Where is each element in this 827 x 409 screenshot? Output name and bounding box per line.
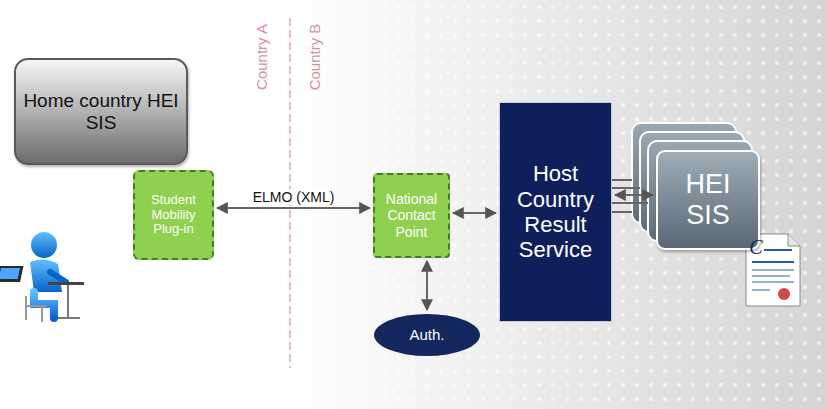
user-icon [0, 232, 84, 322]
document-letter: C [749, 236, 762, 259]
connector [217, 207, 370, 209]
node-label: Host Country Result Service [505, 161, 606, 262]
service-box: Host Country Result Service [499, 102, 612, 322]
ellipse-shape [374, 314, 480, 356]
node-label: Auth. [409, 326, 444, 343]
node-label: Home country HEI SIS [20, 90, 182, 134]
plugin-box: Student Mobility Plug-in [133, 170, 214, 260]
contact-point-box: National Contact Point [373, 173, 450, 258]
node-label: Student Mobility Plug-in [139, 193, 208, 238]
node-label: HEI SIS [662, 169, 754, 231]
connector [453, 212, 496, 214]
document-icon [746, 234, 800, 306]
system-box: Home country HEI SIS [14, 58, 188, 165]
auth-ellipse: Auth. [373, 313, 481, 357]
connector [615, 194, 653, 196]
country-label: Country A [253, 24, 270, 90]
connector [426, 261, 428, 310]
edge-label: ELMO (XML) [251, 189, 337, 205]
node-label: National Contact Point [379, 191, 444, 239]
sis-box: HEI SIS [656, 150, 760, 250]
country-label: Country B [306, 24, 323, 91]
